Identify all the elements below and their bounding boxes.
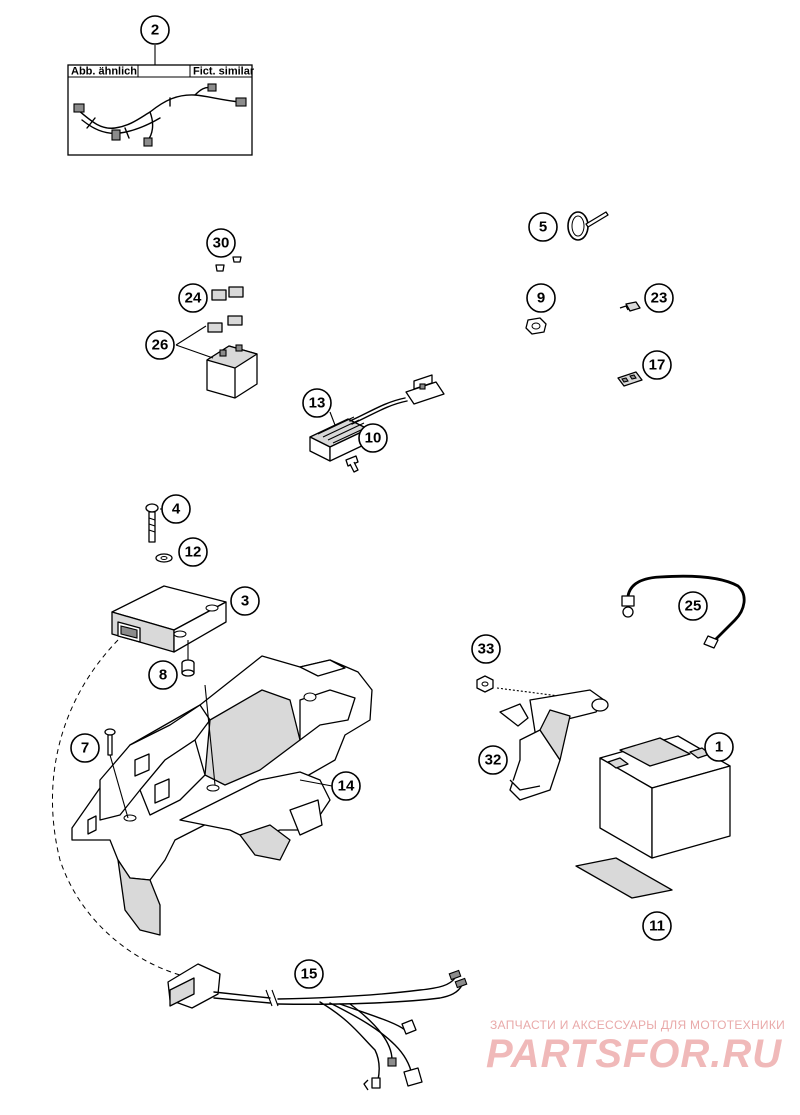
callout-7: 7 [70, 733, 100, 763]
callout-15: 15 [294, 959, 324, 989]
callout-2: 2 [140, 15, 170, 45]
svg-text:15: 15 [301, 966, 318, 983]
inset-label-right: Fict. similar [193, 66, 255, 78]
svg-text:7: 7 [81, 740, 89, 757]
svg-text:12: 12 [185, 544, 202, 561]
callout-17: 17 [642, 350, 672, 380]
svg-text:32: 32 [485, 752, 502, 769]
svg-text:2: 2 [151, 22, 159, 39]
svg-text:3: 3 [241, 593, 249, 610]
callout-12: 12 [178, 537, 208, 567]
fuse-clip-illustration [215, 256, 242, 272]
bolt-illustration [145, 503, 159, 543]
svg-text:24: 24 [185, 290, 202, 307]
watermark-tagline: ЗАПЧАСТИ И АКСЕССУАРЫ ДЛЯ МОТОТЕХНИКИ [490, 1018, 786, 1032]
rubber-grommet-illustration [525, 317, 547, 335]
battery-holder-illustration [499, 689, 609, 801]
battery-pad-illustration [575, 857, 673, 899]
svg-text:17: 17 [649, 357, 666, 374]
washer-illustration [155, 553, 173, 563]
callout-3: 3 [230, 586, 260, 616]
callout-23: 23 [644, 283, 674, 313]
svg-text:25: 25 [685, 598, 702, 615]
control-unit-illustration [111, 585, 227, 653]
callout-4: 4 [161, 494, 191, 524]
wiring-harness-illustration [167, 963, 468, 1091]
callout-32: 32 [478, 745, 508, 775]
callout-1: 1 [704, 732, 734, 762]
callout-14: 14 [331, 771, 361, 801]
inset-label-left: Abb. ähnlich [71, 66, 137, 78]
callout-30: 30 [206, 228, 236, 258]
svg-text:26: 26 [152, 337, 169, 354]
screw-illustration [345, 455, 359, 473]
svg-text:11: 11 [649, 918, 665, 935]
callout-10: 10 [358, 423, 388, 453]
svg-text:9: 9 [537, 290, 545, 307]
svg-text:30: 30 [213, 235, 230, 252]
svg-text:13: 13 [309, 395, 326, 412]
clip-illustration [619, 301, 641, 312]
nut-illustration [476, 675, 494, 693]
callout-13: 13 [302, 388, 332, 418]
voltage-regulator-illustration [309, 374, 445, 462]
battery-illustration [599, 735, 731, 859]
electronics-box-illustration [71, 655, 373, 936]
screw-illustration-7 [104, 728, 116, 756]
connector-illustration [617, 371, 643, 387]
svg-text:1: 1 [715, 739, 723, 756]
cable-tie-illustration [567, 211, 609, 241]
svg-text:14: 14 [338, 778, 355, 795]
fuse-holder-illustration [211, 286, 244, 301]
rubber-bushing-illustration [181, 659, 195, 677]
callout-11: 11 [642, 911, 672, 941]
callout-26: 26 [145, 330, 175, 360]
callout-9: 9 [526, 283, 556, 313]
callout-5: 5 [528, 212, 558, 242]
svg-text:4: 4 [172, 501, 181, 518]
svg-text:33: 33 [478, 641, 495, 658]
svg-text:5: 5 [539, 219, 547, 236]
svg-text:8: 8 [159, 667, 167, 684]
starter-relay-illustration [206, 315, 258, 399]
main-wiring-harness-illustration [73, 83, 247, 147]
watermark-logo: PARTSFOR.RU [486, 1032, 783, 1076]
inset-box: Abb. ähnlich Fict. similar [67, 64, 255, 156]
svg-text:23: 23 [651, 290, 668, 307]
callout-25: 25 [678, 591, 708, 621]
battery-cable-illustration [621, 574, 746, 649]
callout-33: 33 [471, 634, 501, 664]
callout-24: 24 [178, 283, 208, 313]
svg-text:10: 10 [365, 430, 382, 447]
callout-8: 8 [148, 660, 178, 690]
